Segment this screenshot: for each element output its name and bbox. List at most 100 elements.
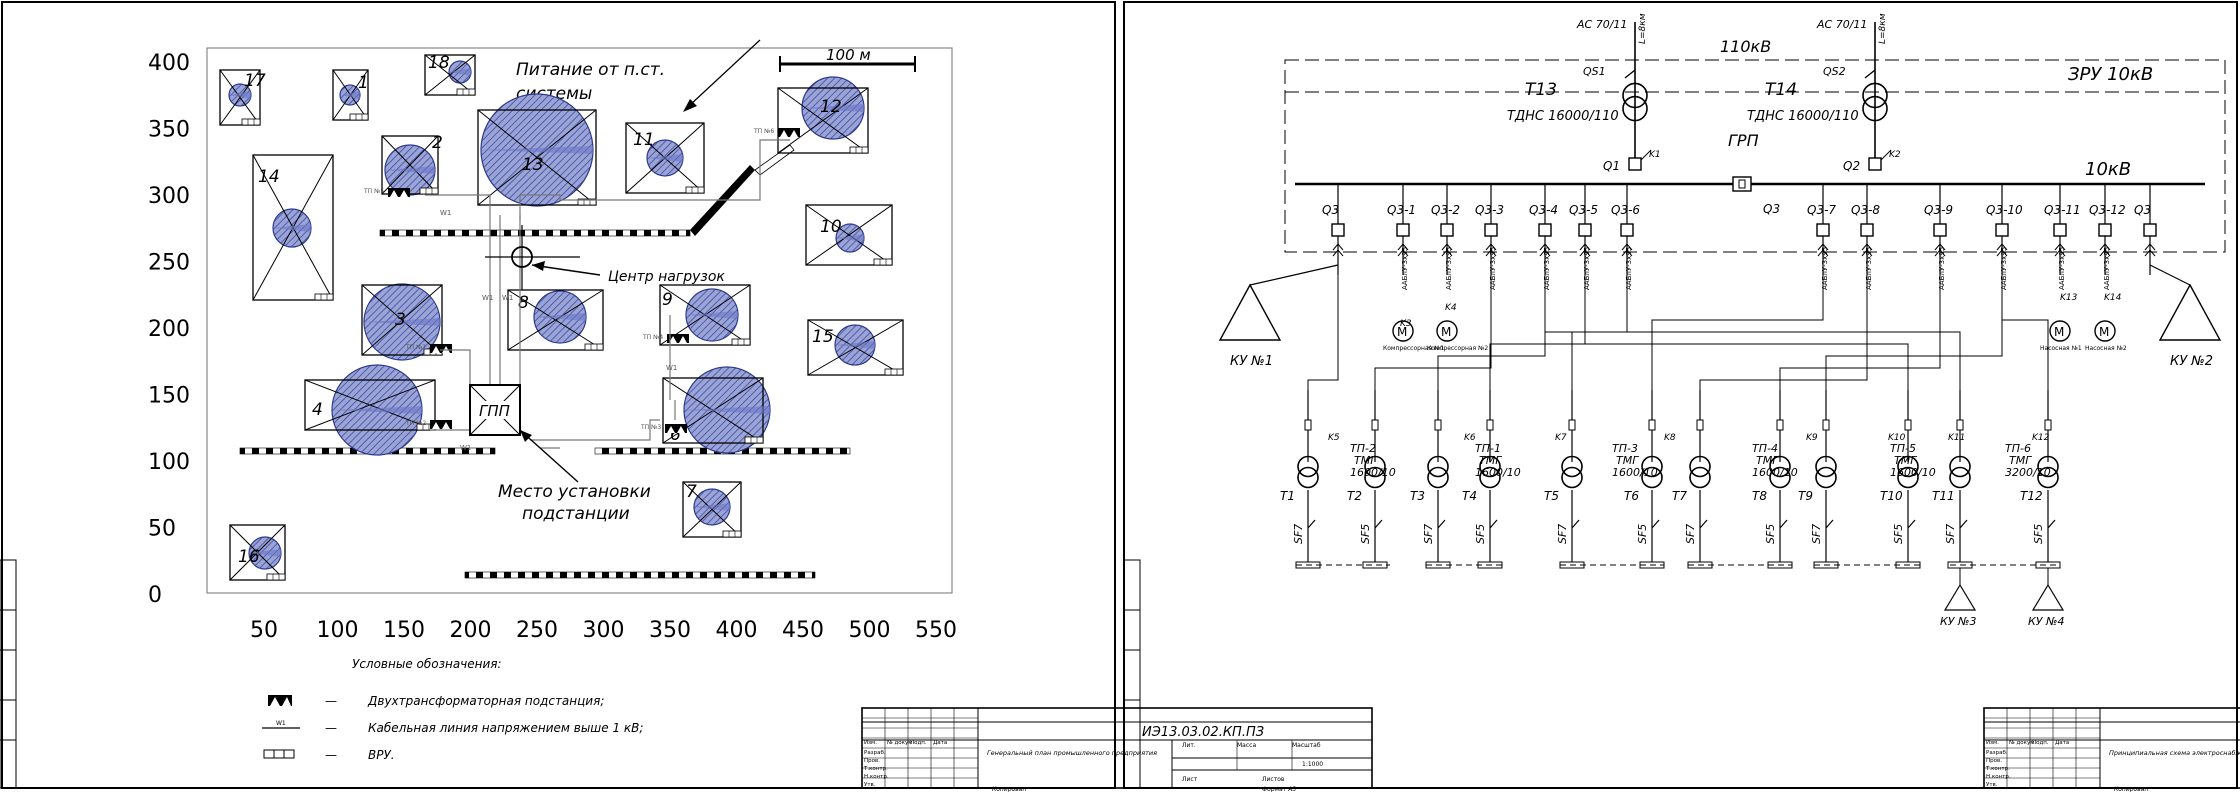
svg-text:Разраб.: Разраб. xyxy=(864,750,886,756)
svg-text:ААБлУ-3х95: ААБлУ-3х95 xyxy=(2103,247,2111,290)
svg-text:L=8км: L=8км xyxy=(1878,13,1888,44)
workshop-15: 15 xyxy=(807,319,904,376)
y-tick-label: 50 xyxy=(148,517,176,542)
svg-text:W1: W1 xyxy=(276,720,286,727)
svg-text:T5: T5 xyxy=(1544,489,1559,503)
svg-text:ТДНС 16000/110: ТДНС 16000/110 xyxy=(1507,109,1619,124)
svg-text:QS2: QS2 xyxy=(1823,65,1846,78)
k-label: K11 xyxy=(1948,433,1965,443)
svg-text:Компрессорная №2: Компрессорная №2 xyxy=(1427,345,1488,352)
x-tick-label: 200 xyxy=(450,618,492,643)
svg-text:M: M xyxy=(1441,325,1451,339)
svg-text:W1: W1 xyxy=(440,209,451,217)
svg-text:QS1: QS1 xyxy=(1583,65,1606,78)
svg-text:ААБлУ-3х95: ААБлУ-3х95 xyxy=(1938,247,1946,290)
svg-text:K1: K1 xyxy=(1649,150,1661,160)
svg-text:ТДНС 16000/110: ТДНС 16000/110 xyxy=(1747,109,1859,124)
svg-text:Утв.: Утв. xyxy=(864,782,876,788)
k-label: K3 xyxy=(1400,319,1412,329)
svg-text:SF7: SF7 xyxy=(1422,524,1435,544)
svg-text:SF5: SF5 xyxy=(2032,524,2045,544)
feeder-Q3: Q3 xyxy=(2134,184,2157,275)
svg-text:W1: W1 xyxy=(502,294,513,302)
svg-text:SF7: SF7 xyxy=(1684,524,1697,544)
workshop-number: 12 xyxy=(820,97,842,117)
workshop-6: 6 xyxy=(662,366,771,454)
svg-text:КУ №1: КУ №1 xyxy=(1230,354,1273,369)
svg-text:№ докум.: № докум. xyxy=(2009,740,2036,746)
k-label: K13 xyxy=(2060,293,2078,303)
svg-text:Разраб.: Разраб. xyxy=(1986,750,2008,756)
k-label: K6 xyxy=(1464,433,1476,443)
zru-label: ЗРУ 10кВ xyxy=(2068,64,2153,85)
svg-text:ВРУ.: ВРУ. xyxy=(368,748,395,762)
legend-item: W1—Кабельная линия напряжением выше 1 кВ… xyxy=(262,720,643,735)
svg-text:W1: W1 xyxy=(482,294,493,302)
svg-text:КУ №2: КУ №2 xyxy=(2170,354,2213,369)
workshop-11: 11 xyxy=(625,122,705,194)
svg-text:ТП-6: ТП-6 xyxy=(2005,442,2031,455)
svg-text:Насосная №1: Насосная №1 xyxy=(2040,345,2082,352)
svg-text:ТП-4: ТП-4 xyxy=(1752,442,1778,455)
motor-3: M Насосная №1 xyxy=(2040,320,2082,352)
svg-text:T2: T2 xyxy=(1347,489,1362,503)
svg-text:T14: T14 xyxy=(1765,80,1797,100)
workshop-14: 14 xyxy=(252,154,334,301)
svg-text:Пров.: Пров. xyxy=(864,758,880,764)
svg-text:КУ №3: КУ №3 xyxy=(1940,615,1976,628)
workshop-2: 2 xyxy=(381,133,443,196)
svg-text:SF7: SF7 xyxy=(1556,524,1569,544)
workshop-number: 13 xyxy=(522,155,544,175)
svg-text:ТП-2: ТП-2 xyxy=(1350,442,1376,455)
svg-text:T11: T11 xyxy=(1932,489,1955,503)
tp-marker: ТП №2 xyxy=(405,420,452,429)
svg-text:ТП-3: ТП-3 xyxy=(1612,442,1638,455)
plan-area xyxy=(206,47,953,594)
svg-text:Т.контр.: Т.контр. xyxy=(863,766,888,772)
workshop-number: 11 xyxy=(633,130,655,150)
x-tick-label: 50 xyxy=(250,618,278,643)
stamp-title: Принципиальная схема электроснабжения пр… xyxy=(2109,749,2240,757)
svg-text:Q3-4: Q3-4 xyxy=(1529,203,1558,217)
workshop-number: 10 xyxy=(820,217,842,237)
svg-text:M: M xyxy=(2054,325,2064,339)
svg-text:Дата: Дата xyxy=(2055,740,2069,746)
svg-text:1600/10: 1600/10 xyxy=(1612,466,1658,479)
svg-text:Подп.: Подп. xyxy=(910,740,927,746)
svg-text:T13: T13 xyxy=(1525,80,1557,100)
svg-text:M: M xyxy=(1397,325,1407,339)
svg-text:Т.контр.: Т.контр. xyxy=(1985,766,2010,772)
svg-text:1600/10: 1600/10 xyxy=(1890,466,1936,479)
k-label: K8 xyxy=(1664,433,1676,443)
svg-text:Кабельная линия напряжением вы: Кабельная линия напряжением выше 1 кВ; xyxy=(368,721,643,735)
workshop-number: 17 xyxy=(244,71,266,91)
svg-text:Копировал: Копировал xyxy=(992,786,1026,792)
svg-text:Q3-12: Q3-12 xyxy=(2089,203,2126,217)
svg-text:Двухтрансформаторная подстанци: Двухтрансформаторная подстанция; xyxy=(367,694,604,708)
workshop-17: 17 xyxy=(219,69,266,126)
svg-text:Q3-11: Q3-11 xyxy=(2044,203,2081,217)
svg-text:Q3-10: Q3-10 xyxy=(1986,203,2023,217)
workshop-13: 13 xyxy=(477,93,597,207)
svg-text:ТМГ: ТМГ xyxy=(2009,454,2032,467)
svg-text:Q1: Q1 xyxy=(1603,159,1620,173)
svg-text:ТП №4: ТП №4 xyxy=(642,334,663,341)
svg-text:Q3: Q3 xyxy=(1763,202,1780,216)
y-tick-label: 300 xyxy=(148,184,190,209)
svg-text:ТМГ: ТМГ xyxy=(1479,454,1502,467)
railway-bottom xyxy=(464,571,816,579)
x-tick-label: 400 xyxy=(716,618,758,643)
workshop-number: 9 xyxy=(662,290,673,310)
svg-text:Листов: Листов xyxy=(1262,776,1285,783)
k-label: K5 xyxy=(1328,433,1340,443)
